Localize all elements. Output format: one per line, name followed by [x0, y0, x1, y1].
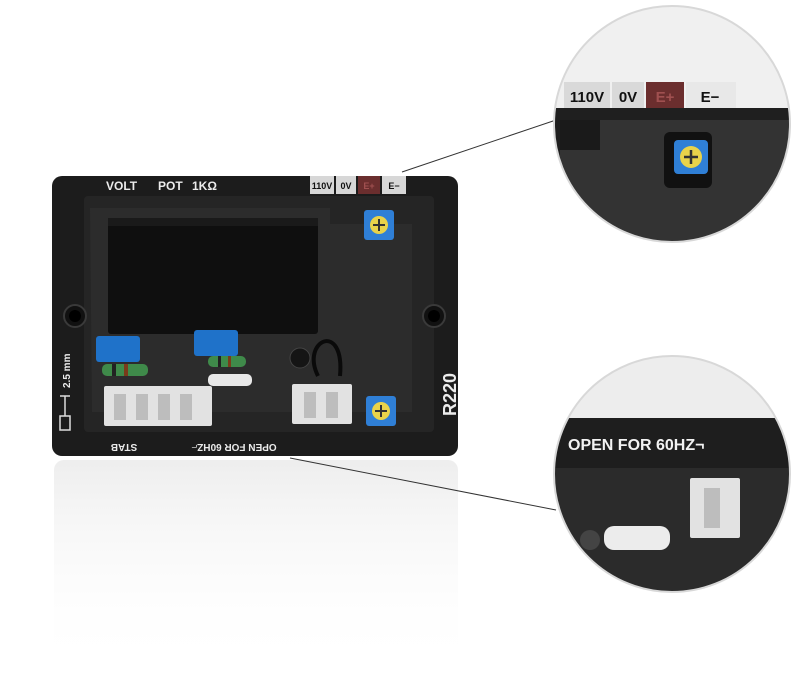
board-reflection	[54, 460, 458, 670]
blue-capacitor-left	[96, 336, 140, 362]
transformer-block	[108, 218, 318, 334]
zoom-terminal-eplus: E+	[656, 89, 675, 106]
zoom-terminal-0v: 0V	[619, 89, 637, 106]
zoom-terminal-eminus: E−	[701, 89, 720, 106]
callout-line-top	[401, 119, 557, 173]
zoom-terminal-110v: 110V	[570, 89, 604, 106]
jumper-wire-loop	[311, 339, 343, 377]
fuse	[208, 374, 252, 386]
terminal-eminus: E−	[388, 181, 399, 191]
60hz-connector	[292, 384, 352, 424]
resistance-label: 1KΩ	[192, 179, 217, 193]
blue-capacitor-right	[194, 330, 238, 356]
zoom-open-60hz-label: OPEN FOR 60HZ¬	[568, 437, 704, 454]
avr-board: 110V 0V E+ E− VOLT POT 1KΩ R220 2.5 mm S…	[52, 176, 460, 456]
callout-line-bottom	[289, 457, 557, 511]
terminal-110v: 110V	[312, 181, 333, 191]
stab-trimmer-pot[interactable]	[366, 396, 396, 426]
terminal-0v: 0V	[340, 181, 351, 191]
terminal-strip: 110V 0V E+ E−	[310, 176, 406, 194]
open-60hz-label: OPEN FOR 60HZ⌐	[191, 441, 276, 452]
pot-label: POT	[158, 179, 183, 193]
zoom-circle-terminals: 110V 0V E+ E−	[553, 5, 791, 243]
terminal-eplus: E+	[363, 181, 374, 191]
stab-label: STAB	[111, 441, 137, 452]
volt-label: VOLT	[106, 179, 138, 193]
mm-label: 2.5 mm	[62, 353, 73, 388]
volt-trimmer-pot[interactable]	[364, 210, 394, 240]
green-resistor-right	[208, 356, 246, 367]
zoom-circle-60hz: OPEN FOR 60HZ¬	[553, 355, 791, 593]
model-label: R220	[440, 373, 460, 416]
